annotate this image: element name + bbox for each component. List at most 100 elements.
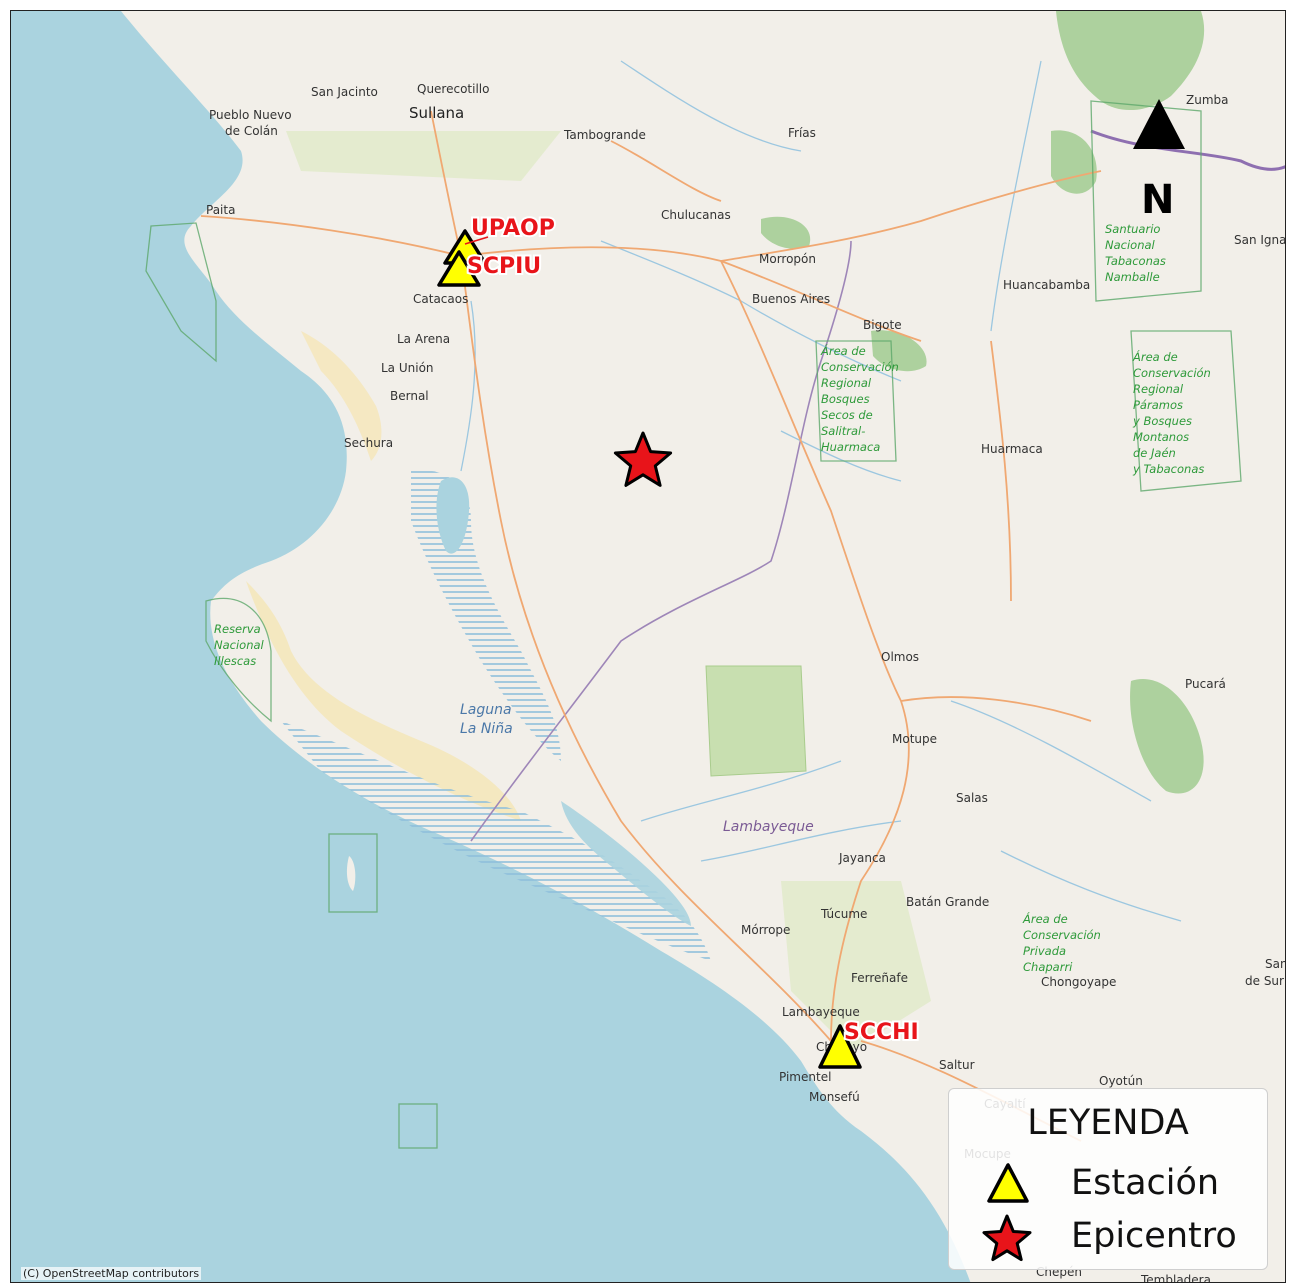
place-label: Catacaos — [413, 292, 468, 306]
place-label: La Unión — [381, 361, 434, 375]
chiclayo-fields — [781, 881, 931, 1051]
legend-row-station: Estación — [979, 1159, 1259, 1209]
place-label: Sullana — [409, 104, 464, 122]
place-label: San Jacinto — [311, 85, 378, 99]
place-label: Bernal — [390, 389, 429, 403]
park-label-line: de Jaén — [1133, 446, 1176, 460]
lagoon-label-line1: Laguna — [460, 702, 512, 718]
station-label-scpiu: SCPIU — [467, 254, 541, 279]
park-label-line: Illescas — [214, 654, 256, 668]
coastal-sand — [246, 581, 521, 821]
coastal-sand-north — [301, 331, 382, 461]
place-label: Ferreñafe — [851, 971, 908, 985]
orchards — [705, 665, 807, 777]
pacific-ocean — [11, 11, 971, 1282]
station-upaop[interactable]: UPAOP — [443, 214, 557, 265]
park-label-line: Salitral- — [821, 424, 865, 438]
north-arrow-icon — [1133, 99, 1185, 149]
place-label: de Sur — [1245, 974, 1284, 988]
forest-north — [1056, 11, 1205, 111]
station-triangle-icon — [437, 250, 481, 287]
station-scchi[interactable]: SCCHI — [818, 1018, 921, 1069]
park-label-line: Tabaconas — [1105, 254, 1166, 268]
park-label-line: Chaparri — [1023, 960, 1073, 974]
map-legend: LEYENDA Estación Epicentro — [948, 1088, 1268, 1270]
park-label-line: Conservación — [1133, 366, 1211, 380]
park-label-line: Santuario — [1105, 222, 1160, 236]
park-label-line: Nacional — [1105, 238, 1156, 252]
place-label: Oyotún — [1099, 1074, 1143, 1088]
park-label-line: Área de — [1132, 349, 1178, 364]
place-label: Huancabamba — [1003, 278, 1090, 292]
park-label-line: Privada — [1023, 944, 1066, 958]
place-label: de Colán — [225, 124, 278, 138]
place-label: Paita — [206, 203, 235, 217]
station-label-upaop: UPAOP — [471, 216, 555, 241]
place-label: Batán Grande — [906, 895, 989, 909]
place-label: Huarmaca — [981, 442, 1043, 456]
place-label: Frías — [788, 126, 816, 140]
park-label-line: Área de — [820, 343, 866, 358]
park-boundaries — [145, 100, 1242, 1149]
place-label: Saltur — [939, 1058, 975, 1072]
place-label: Morropón — [759, 252, 816, 266]
place-label: Zumba — [1186, 93, 1229, 107]
place-label: Chongoyape — [1041, 975, 1116, 989]
place-label: Mórrope — [741, 923, 790, 937]
place-label: Túcume — [820, 907, 867, 921]
park-label-line: Área de — [1022, 911, 1068, 926]
park-label-line: Conservación — [1023, 928, 1101, 942]
legend-station-label: Estación — [1071, 1163, 1220, 1203]
park-label-line: Secos de — [821, 408, 873, 422]
legend-station-triangle-icon — [987, 1163, 1029, 1203]
roads — [200, 110, 1102, 1142]
legend-row-epicenter: Epicentro — [979, 1212, 1259, 1262]
park-label-line: Reserva — [214, 622, 261, 636]
place-label: Olmos — [881, 650, 919, 664]
sullana-fields — [286, 131, 561, 181]
epicenter-star-icon[interactable] — [613, 431, 673, 487]
park-label-line: y Bosques — [1132, 414, 1192, 428]
legend-title: LEYENDA — [1027, 1103, 1189, 1143]
park-label-line: Montanos — [1133, 430, 1189, 444]
park-label-line: Regional — [1133, 382, 1184, 396]
place-label: Salas — [956, 791, 988, 805]
laguna-ramon — [436, 477, 470, 554]
marsh-lagoon — [281, 721, 711, 961]
regional-border — [470, 240, 852, 842]
place-label: San Igna — [1234, 233, 1286, 247]
place-label: Tambogrande — [563, 128, 646, 142]
park-label-line: y Tabaconas — [1132, 462, 1204, 476]
place-label: San — [1265, 957, 1286, 971]
place-label: Bigote — [863, 318, 902, 332]
place-label: Tembladera — [1140, 1273, 1211, 1283]
place-label: Lambayeque — [782, 1005, 860, 1019]
place-label: La Arena — [397, 332, 450, 346]
forest-east — [1130, 679, 1204, 794]
place-label: Pucará — [1185, 677, 1226, 691]
place-label: Pueblo Nuevo — [209, 108, 292, 122]
forest-morropon — [761, 216, 811, 249]
station-triangle-icon — [818, 1024, 862, 1069]
region-label-lambayeque: Lambayeque — [723, 819, 814, 835]
place-label: Buenos Aires — [752, 292, 830, 306]
station-label-scchi: SCCHI — [844, 1020, 919, 1045]
park-label-line: Namballe — [1105, 270, 1160, 284]
place-label: Monsefú — [809, 1090, 860, 1104]
park-label-line: Bosques — [821, 392, 870, 406]
place-label: Sechura — [344, 436, 393, 450]
legend-epicenter-star-icon — [982, 1214, 1032, 1262]
park-label-line: Nacional — [214, 638, 265, 652]
forest-tabaconas — [1051, 130, 1097, 194]
station-scpiu[interactable]: SCPIU — [437, 250, 543, 287]
osm-credit[interactable]: (C) OpenStreetMap contributors — [21, 1267, 202, 1280]
legend-epicenter-label: Epicentro — [1071, 1216, 1237, 1256]
island — [346, 856, 356, 891]
station-leader-line — [464, 236, 489, 245]
north-label: N — [1141, 177, 1174, 223]
park-label-line: Páramos — [1133, 398, 1183, 412]
